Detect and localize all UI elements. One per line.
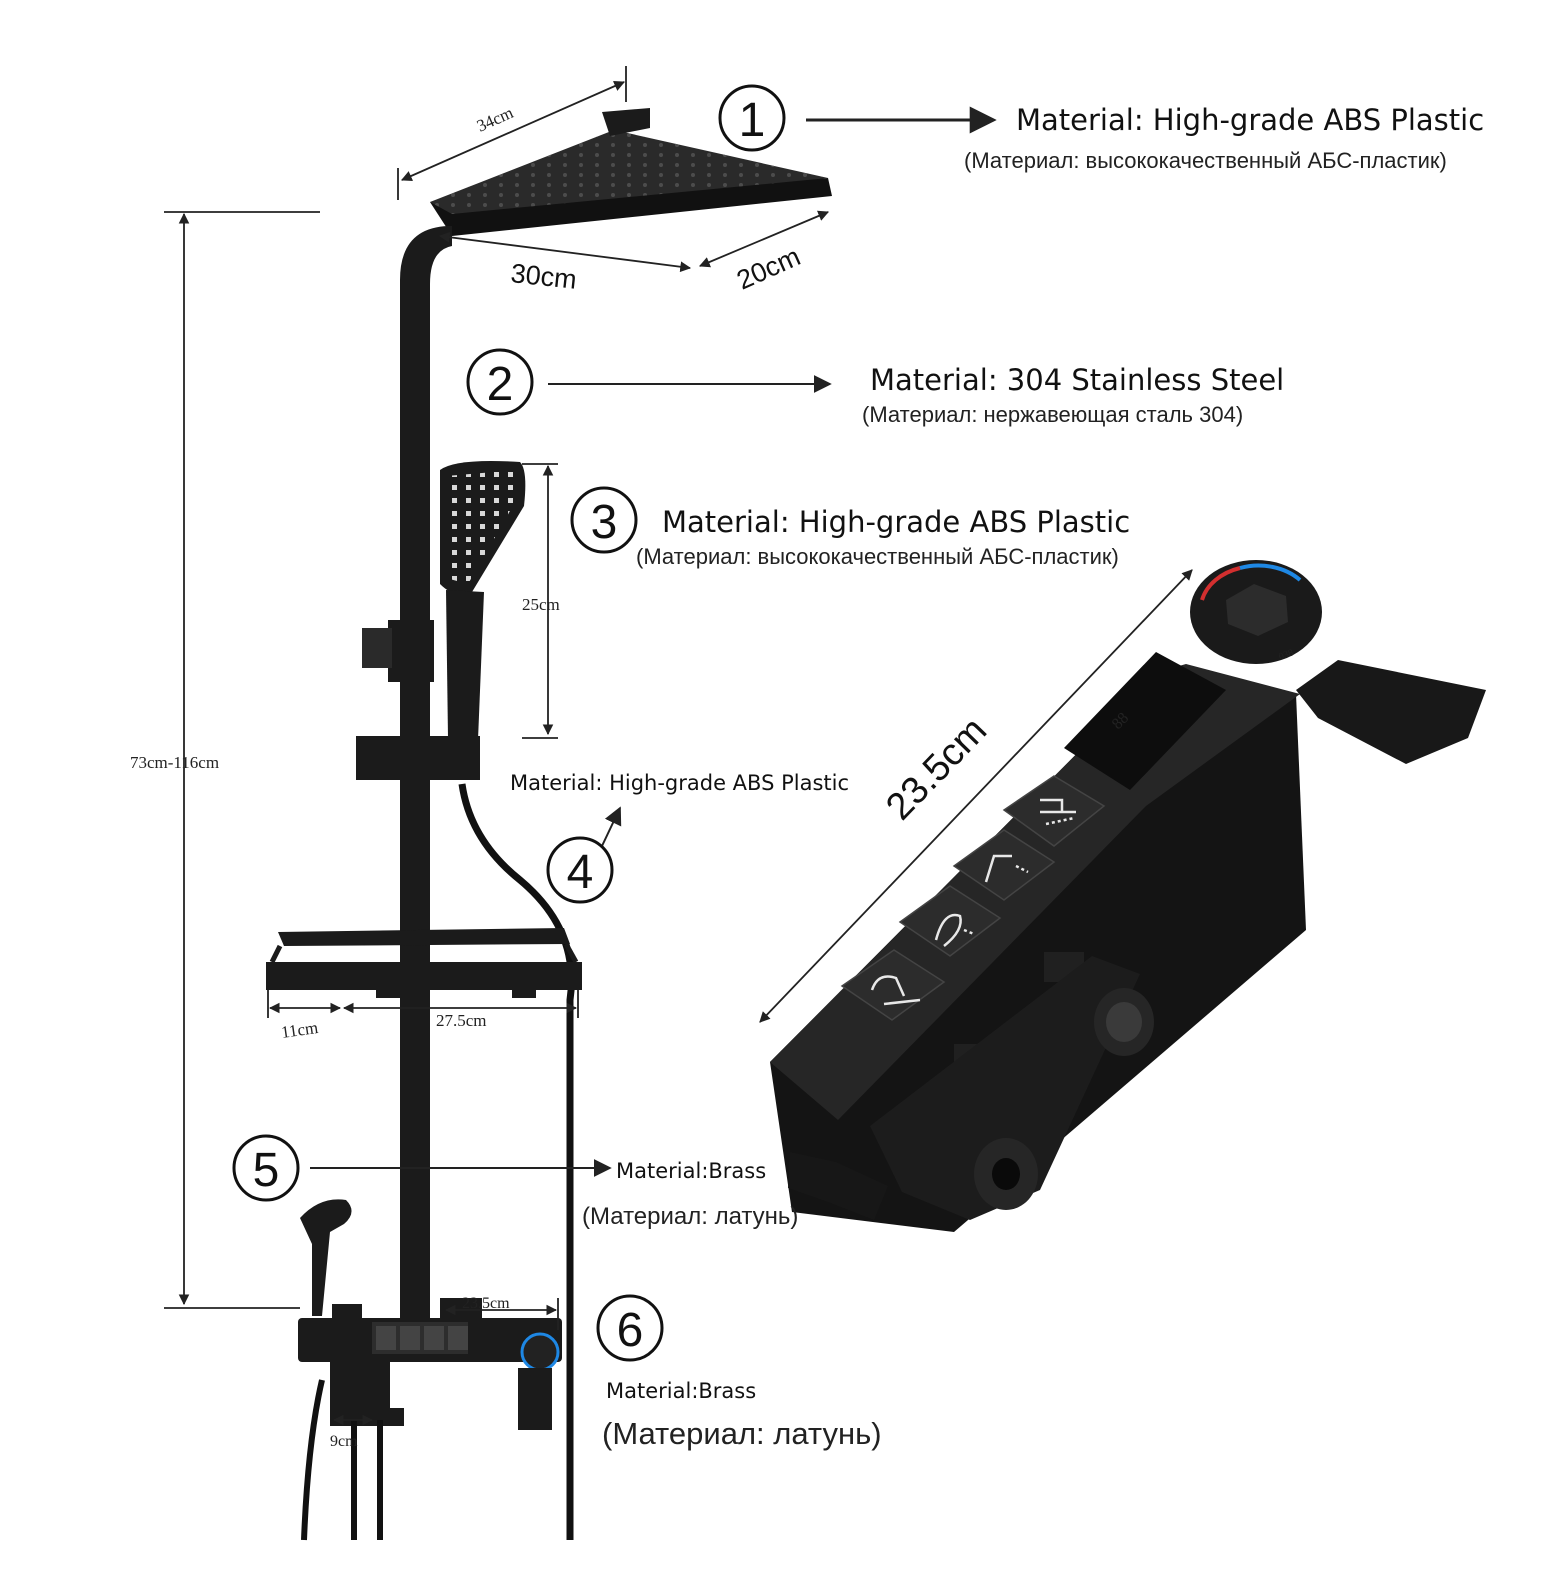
callout-circle-5 [232,1134,300,1202]
callout-number-3: 3 [591,496,618,549]
callout-circle-4 [546,836,614,904]
material-label-ru-2: (Материал: нержавеющая сталь 304) [862,402,1243,427]
material-label-6: Material:Brass [606,1379,756,1403]
thermostat-knob[interactable]: 038 [1190,560,1322,664]
callout-arrows [310,106,997,1177]
material-label-ru-3: (Материал: высококачественный АБС-пласти… [636,544,1119,569]
dim-line-20 [699,210,829,268]
material-label-3: Material: High-grade ABS Plastic [662,505,1130,539]
hand-shower [440,461,526,740]
svg-text:038: 038 [1277,647,1295,662]
callout-circle-1 [718,84,786,152]
dim-line-mixer-big [759,569,1193,1023]
callout-numbers: 1 2 3 4 5 6 [253,94,766,1357]
callout-number-1: 1 [739,94,766,147]
callout-circle-6 [596,1294,664,1362]
callout-number-4: 4 [567,846,594,899]
mixer-small [298,1298,562,1430]
dim-label-30: 30cm [509,258,578,295]
dim-line-30 [438,231,692,273]
callout-arrow-4 [601,806,622,847]
dim-label-9: 9cm [330,1433,358,1450]
callout-circle-3 [570,486,638,554]
dim-label-27-5: 27.5cm [436,1011,487,1030]
material-label-4: Material: High-grade ABS Plastic [510,771,849,795]
material-labels: Material: High-grade ABS Plastic (Матери… [510,103,1484,1451]
dimension-lines [164,66,1193,1426]
callout-number-2: 2 [487,358,514,411]
shower-hose [458,783,575,1540]
material-label-2: Material: 304 Stainless Steel [870,363,1284,397]
dim-label-mixer-big: 23.5cm [878,709,995,828]
shower-arm [400,226,452,612]
callout-circle-2 [466,348,534,416]
bidet-hose [301,1379,325,1541]
holder-bracket [362,628,392,668]
dim-label-25: 25cm [522,595,560,614]
slide-holder [356,736,480,780]
shelf [266,928,582,998]
callout-number-6: 6 [617,1304,644,1357]
material-label-ru-5: (Материал: латунь) [582,1203,798,1230]
dim-label-34: 34cm [474,103,516,136]
mixer-closeup: 88 [770,560,1486,1232]
lever-handle[interactable] [1296,660,1486,764]
material-label-ru-6: (Материал: латунь) [602,1416,882,1451]
material-label-ru-1: (Материал: высококачественный АБС-пласти… [964,148,1447,173]
material-label-1: Material: High-grade ABS Plastic [1016,103,1484,137]
callout-circles [232,84,786,1362]
dim-label-mixer-small: 23.5cm [462,1295,510,1312]
dim-line-34 [401,80,625,182]
bidet-sprayer [300,1199,362,1326]
holder-top [388,620,434,682]
dim-label-height: 73cm-116cm [130,753,219,772]
callout-number-5: 5 [253,1144,280,1197]
shower-system [266,108,832,1541]
rain-shower-head [430,108,832,236]
material-label-5: Material:Brass [616,1159,766,1183]
dim-label-11: 11cm [280,1018,319,1042]
dim-label-20: 20cm [732,241,805,295]
